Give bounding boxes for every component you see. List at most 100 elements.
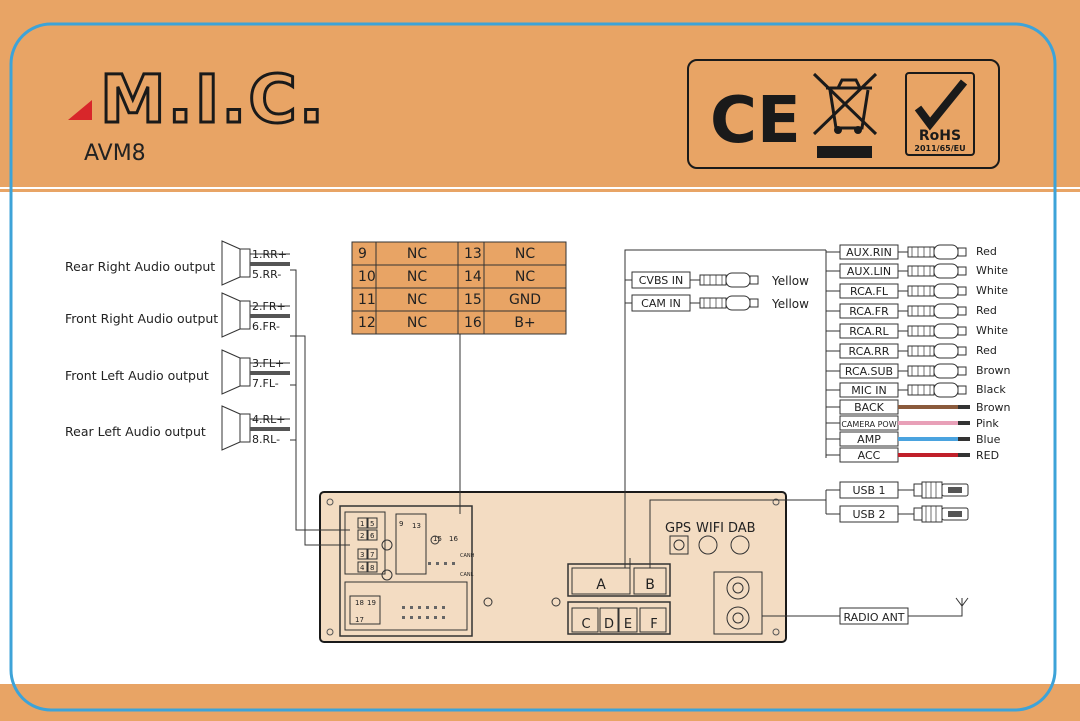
pin-table-text: NC <box>407 269 427 285</box>
wire-line <box>898 453 958 457</box>
dab-label: DAB <box>728 521 756 536</box>
speaker-pin-pos: 4.RL+ <box>252 413 285 426</box>
connector-d <box>599 607 619 633</box>
rca-output-color: Red <box>976 304 997 317</box>
connector-a <box>571 567 631 595</box>
gps-port-icon <box>669 535 689 555</box>
rca-output-color: Brown <box>976 364 1011 377</box>
pin-7: 7 <box>370 551 374 559</box>
speaker-label: Front Left Audio output <box>65 368 209 383</box>
rca-output-label: RCA.RL <box>849 325 889 338</box>
pin-table-text: NC <box>515 269 535 285</box>
rca-plug-tip <box>957 266 967 276</box>
pin-5: 5 <box>370 520 374 528</box>
wifi-label: WIFI <box>696 521 724 536</box>
connector-f <box>639 607 667 633</box>
wire-line <box>898 437 958 441</box>
speaker-magnet <box>239 357 251 387</box>
wifi-port-icon <box>698 535 718 555</box>
video-input-label: CAM IN <box>641 297 681 310</box>
connector-d-label: D <box>604 617 614 632</box>
pin-table-text: NC <box>407 292 427 308</box>
pin-table-text: 9 <box>358 246 367 262</box>
speaker-outputs: Rear Right Audio output 1.RR+ 5.RR- Front R… <box>65 240 290 451</box>
speaker-pin-neg: 8.RL- <box>252 433 280 446</box>
canl-label: CANL <box>460 572 474 578</box>
wire-color: Pink <box>976 417 999 430</box>
pin-table-text: NC <box>407 315 427 331</box>
pin-8: 8 <box>370 564 374 572</box>
wire-label: CAMERA POW <box>841 420 896 429</box>
rca-output-color: White <box>976 324 1008 337</box>
speaker-pin-pos: 1.RR+ <box>252 248 287 261</box>
pin-17: 17 <box>355 616 364 624</box>
connector-e <box>618 607 638 633</box>
rca-output-label: RCA.FL <box>850 285 889 298</box>
rca-output-color: Red <box>976 245 997 258</box>
connector-b-label: B <box>645 577 655 593</box>
pin-table-text: 13 <box>464 246 482 262</box>
pin-table-text: NC <box>407 246 427 262</box>
rca-plug-head <box>933 283 959 299</box>
rca-plug-head <box>933 303 959 319</box>
connector-c <box>571 607 599 633</box>
speaker-pin-neg: 5.RR- <box>252 268 281 281</box>
wire-line <box>898 405 958 409</box>
usb-plug-body <box>921 505 943 523</box>
usb-strain-relief <box>913 507 923 521</box>
rca-output-color: White <box>976 264 1008 277</box>
rca-plug-tip <box>957 286 967 296</box>
pin-table-text: 14 <box>464 269 482 285</box>
rca-plug-head <box>933 263 959 279</box>
antenna-icon <box>955 597 969 614</box>
rca-output-color: Black <box>976 383 1006 396</box>
pin-3: 3 <box>360 551 364 559</box>
iso-connector <box>339 505 473 637</box>
wire-tip <box>958 437 970 441</box>
dab-port-icon <box>730 535 750 555</box>
rca-plug-tip <box>957 385 967 395</box>
speaker-wire-neg <box>250 314 290 318</box>
rca-output-label: RCA.RR <box>849 345 890 358</box>
speaker-label: Front Right Audio output <box>65 311 218 326</box>
rohs-code: 2011/65/EU <box>914 144 965 153</box>
pin-9: 9 <box>399 520 403 528</box>
canh-label: CANH <box>460 553 475 559</box>
speaker-pin-pos: 3.FL+ <box>252 357 284 370</box>
speaker-magnet <box>239 300 251 330</box>
speaker-icon <box>221 405 241 451</box>
rca-plug-tip <box>957 326 967 336</box>
rca-plug-head <box>933 363 959 379</box>
radio-antenna-socket <box>713 571 763 635</box>
logo-text: M.I.C. <box>100 61 326 138</box>
rca-plug-tip <box>957 366 967 376</box>
checkmark-icon <box>914 79 968 131</box>
rca-output-color: Red <box>976 344 997 357</box>
rca-plug-tip <box>749 275 759 285</box>
connector-a-label: A <box>596 577 606 593</box>
rohs-label: RoHS <box>919 128 961 144</box>
wire-line <box>898 421 958 425</box>
speaker-magnet <box>239 248 251 278</box>
wire-label: AMP <box>857 433 881 446</box>
speaker-label: Rear Right Audio output <box>65 259 215 274</box>
gps-label: GPS <box>665 521 691 536</box>
wire-tip <box>958 421 970 425</box>
speaker-label: Rear Left Audio output <box>65 424 206 439</box>
rca-output-label: MIC IN <box>851 384 886 397</box>
rca-output-label: AUX.RIN <box>846 246 892 259</box>
speaker-icon <box>221 240 241 286</box>
rca-plug-tip <box>957 247 967 257</box>
pin-table-text: 15 <box>464 292 482 308</box>
pin-1: 1 <box>360 520 364 528</box>
video-input-label: CVBS IN <box>639 274 684 287</box>
pin-18: 18 <box>355 599 364 607</box>
rca-output-label: RCA.FR <box>849 305 889 318</box>
speaker-wire-neg <box>250 371 290 375</box>
radio-ant-box <box>839 607 909 625</box>
